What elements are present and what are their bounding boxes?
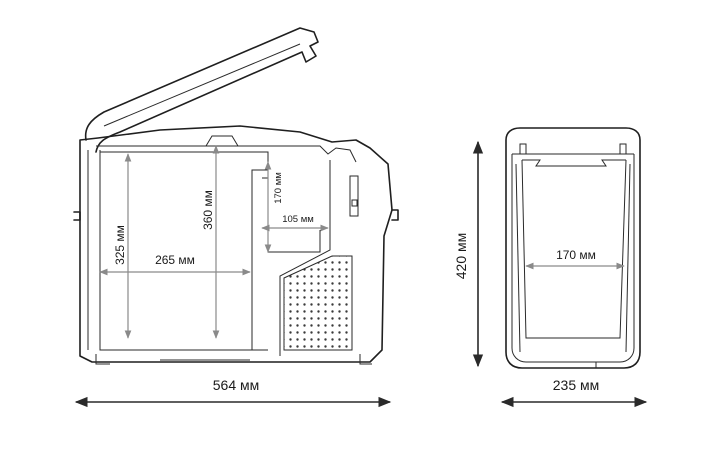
length-dimension: 564 мм: [74, 377, 392, 408]
front-view-dimensions: 170 мм: [525, 248, 625, 270]
side-view: [73, 27, 399, 365]
width-dimension: 235 мм: [500, 377, 648, 408]
label-step-width: 105 мм: [282, 214, 314, 225]
label-height: 420 мм: [453, 233, 469, 280]
side-view-dimensions: 325 мм 360 мм 265 мм 170 мм 105 мм: [99, 145, 329, 339]
compressor-grille: [283, 255, 353, 351]
label-step-height: 170 мм: [273, 172, 284, 204]
label-inner-depth: 325 мм: [113, 225, 127, 265]
label-width: 235 мм: [553, 377, 600, 393]
label-inner-max-height: 360 мм: [201, 190, 215, 230]
open-lid: [84, 27, 319, 153]
label-inner-width-front: 170 мм: [556, 248, 596, 262]
front-body: [505, 127, 641, 369]
label-inner-width: 265 мм: [155, 253, 195, 267]
height-dimension: 420 мм: [453, 140, 484, 368]
front-view: [505, 127, 641, 369]
cooler-body: [79, 125, 393, 363]
label-length: 564 мм: [213, 377, 260, 393]
